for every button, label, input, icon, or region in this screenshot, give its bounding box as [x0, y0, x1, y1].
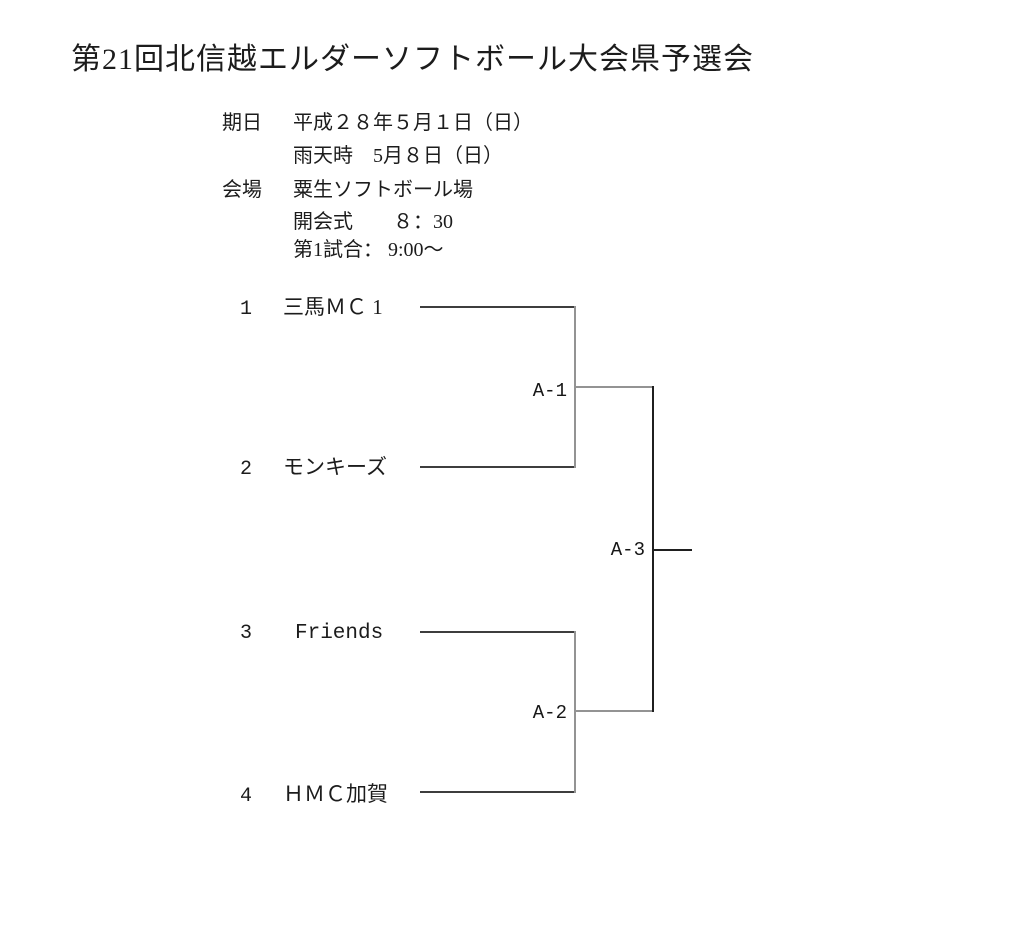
match-label-a3: A-3 [610, 539, 645, 561]
first-game-time: 第1試合： 9:00～ [293, 239, 444, 261]
team-seed: 4 [240, 785, 253, 808]
team-seed: 3 [240, 622, 253, 645]
bracket-line-team3 [420, 631, 576, 633]
team-row-4: 4 ＨＭＣ加賀 [240, 780, 388, 808]
date-label: 期日 [222, 112, 262, 134]
team-seed: 2 [240, 458, 253, 481]
page-title: 第21回北信越エルダーソフトボール大会県予選会 [71, 43, 754, 76]
bracket-line-final-vertical [652, 386, 654, 712]
match-label-a2: A-2 [532, 702, 567, 724]
team-row-3: 3 Friends [240, 618, 383, 646]
venue-label: 会場 [222, 179, 262, 201]
team-name: Friends [295, 622, 384, 645]
team-name: 三馬ＭＣ 1 [283, 295, 383, 319]
bracket-line-team2 [420, 466, 576, 468]
opening-ceremony-time: 開会式 ８：30 [293, 211, 453, 233]
bracket-line-semi2-out [576, 710, 653, 712]
bracket-line-semi2-vertical [574, 631, 576, 793]
bracket-line-team4 [420, 791, 576, 793]
team-name: ＨＭＣ加賀 [283, 782, 388, 806]
bracket-line-team1 [420, 306, 576, 308]
venue-value: 粟生ソフトボール場 [293, 179, 473, 201]
match-label-a1: A-1 [532, 380, 567, 402]
team-row-1: 1 三馬ＭＣ 1 [240, 293, 383, 321]
date-value: 平成２８年５月１日（日） [293, 112, 533, 134]
team-seed: 1 [240, 298, 253, 321]
bracket-line-final-out [654, 549, 692, 551]
team-row-2: 2 モンキーズ [240, 453, 387, 481]
rain-date: 雨天時 5月８日（日） [293, 145, 503, 167]
team-name: モンキーズ [283, 455, 387, 479]
bracket-line-semi1-vertical [574, 306, 576, 468]
bracket-line-semi1-out [576, 386, 653, 388]
